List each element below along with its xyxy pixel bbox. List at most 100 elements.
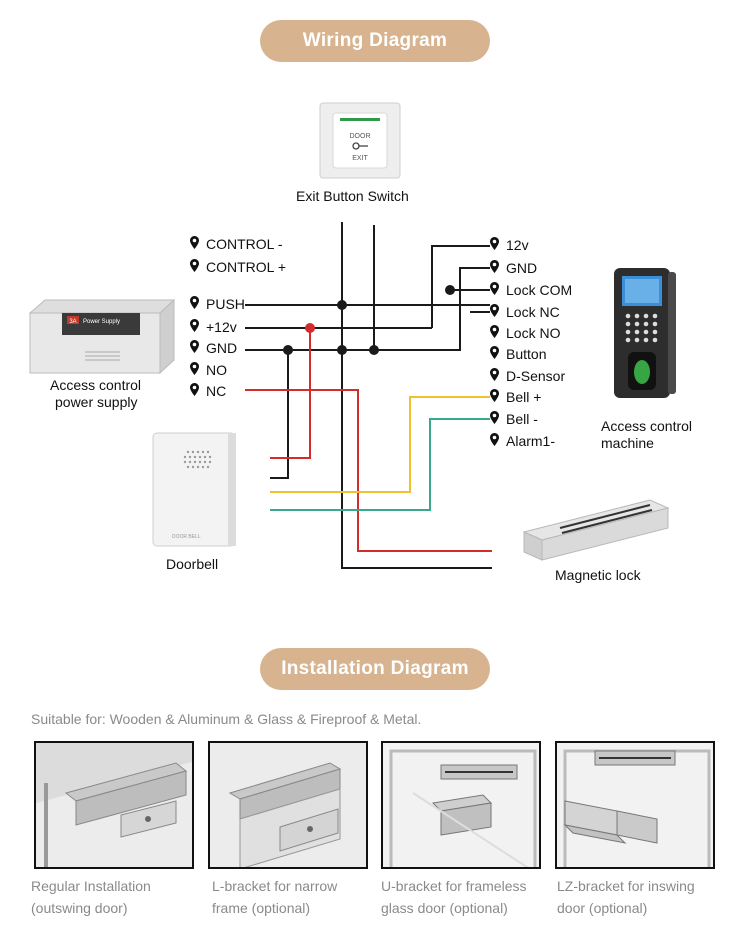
- power-supply-terminal: +12v: [190, 319, 237, 335]
- location-pin-icon: [190, 296, 206, 312]
- wire: [341, 222, 492, 569]
- power-supply-terminal-label: GND: [206, 340, 238, 356]
- power-supply-badge: 3A: [69, 319, 76, 325]
- power-supply-terminal-label: PUSH: [206, 296, 245, 312]
- exit-button-caption: Exit Button Switch: [296, 188, 409, 204]
- wire: [270, 328, 311, 459]
- install-panel-regular: [34, 741, 194, 869]
- wiring-diagram: DOOR EXIT 3A Power Supply DOOR BELL: [28, 102, 676, 569]
- u-bracket-illustration: [383, 743, 539, 867]
- caption-u-bracket-line1: U-bracket for frameless: [381, 878, 527, 894]
- caption-u-bracket-line2: glass door (optional): [381, 900, 508, 916]
- location-pin-icon: [190, 383, 206, 399]
- wire: [245, 267, 490, 351]
- access-machine-terminal-label: Lock NC: [506, 304, 560, 320]
- power-supply-terminal: CONTROL +: [190, 259, 286, 275]
- caption-l-bracket-line2: frame (optional): [212, 900, 311, 916]
- access-machine-terminal-label: Bell -: [506, 411, 538, 427]
- l-bracket-illustration: [210, 743, 366, 867]
- power-supply-terminal-label: NO: [206, 362, 227, 378]
- install-panel-lz-bracket: [555, 741, 715, 869]
- power-supply-terminal: GND: [190, 340, 237, 356]
- doorbell-face-text: DOOR BELL: [172, 534, 201, 540]
- access-machine-terminal-label: 12v: [506, 237, 529, 253]
- regular-installation-illustration: [36, 743, 192, 867]
- caption-lz-bracket: LZ-bracket for inswing door (optional): [557, 875, 695, 919]
- access-machine-terminal: Bell -: [490, 411, 538, 427]
- caption-regular-line2: (outswing door): [31, 900, 128, 916]
- access-machine-terminal-label: GND: [506, 260, 538, 276]
- exit-button-face-bottom: EXIT: [352, 155, 368, 162]
- access-machine-terminal: 12v: [490, 237, 529, 253]
- access-machine-terminal: Button: [490, 346, 546, 362]
- caption-regular-line1: Regular Installation: [31, 878, 151, 894]
- junctions: [283, 285, 455, 355]
- power-supply-caption-line2: power supply: [55, 394, 138, 410]
- installation-title-text: Installation Diagram: [281, 658, 469, 679]
- location-pin-icon: [490, 389, 506, 405]
- access-machine-terminal: D-Sensor: [490, 368, 565, 384]
- caption-l-bracket-line1: L-bracket for narrow: [212, 878, 338, 894]
- installation-diagram-title: Installation Diagram: [260, 648, 490, 690]
- power-supply-terminal: PUSH: [190, 296, 245, 312]
- access-machine-terminal-label: D-Sensor: [506, 368, 566, 384]
- location-pin-icon: [490, 368, 506, 384]
- location-pin-icon: [490, 282, 506, 298]
- caption-lz-bracket-line1: LZ-bracket for inswing: [557, 878, 695, 894]
- caption-regular: Regular Installation (outswing door): [31, 875, 151, 919]
- magnetic-lock-icon: [522, 499, 670, 561]
- caption-u-bracket: U-bracket for frameless glass door (optio…: [381, 875, 526, 919]
- wire-junction: [305, 323, 315, 333]
- access-machine-terminal-label: Lock COM: [506, 282, 573, 298]
- access-machine-caption-line1: Access control: [601, 418, 693, 434]
- suitable-for-text: Suitable for: Wooden & Aluminum & Glass …: [31, 711, 422, 727]
- wire-junction: [337, 300, 347, 310]
- location-pin-icon: [490, 433, 506, 449]
- wire-junction: [369, 345, 379, 355]
- wire: [270, 396, 490, 493]
- access-machine-terminal-label: Bell +: [506, 389, 542, 405]
- location-pin-icon: [190, 340, 206, 356]
- exit-button-switch-icon: DOOR EXIT: [319, 102, 401, 179]
- wire-junction: [337, 345, 347, 355]
- power-supply-terminal: CONTROL -: [190, 236, 282, 252]
- install-panel-l-bracket: [208, 741, 368, 869]
- power-supply-caption-line1: Access control: [50, 377, 142, 393]
- location-pin-icon: [190, 362, 206, 378]
- wire: [431, 245, 490, 328]
- power-supply-terminal-label: CONTROL -: [206, 236, 283, 252]
- location-pin-icon: [190, 259, 206, 275]
- caption-l-bracket: L-bracket for narrow frame (optional): [212, 875, 337, 919]
- location-pin-icon: [490, 411, 506, 427]
- access-machine-caption-line2: machine: [601, 435, 654, 451]
- access-machine-terminal: Lock NO: [490, 325, 560, 341]
- access-machine-terminal: GND: [490, 260, 537, 276]
- lz-bracket-illustration: [557, 743, 713, 867]
- power-supply-label: Power Supply: [83, 319, 120, 325]
- access-control-machine-icon: [614, 268, 676, 398]
- power-supply-terminal-label: NC: [206, 383, 227, 399]
- install-panel-u-bracket: [381, 741, 541, 869]
- access-machine-terminal: Alarm1-: [490, 433, 555, 449]
- magnetic-lock-caption: Magnetic lock: [555, 567, 641, 583]
- access-machine-terminal: Lock NC: [490, 304, 560, 320]
- location-pin-icon: [490, 325, 506, 341]
- access-machine-terminal-label: Button: [506, 346, 547, 362]
- location-pin-icon: [490, 260, 506, 276]
- access-machine-terminal-label: Alarm1-: [506, 433, 556, 449]
- wire: [245, 389, 492, 552]
- wiring-title-text: Wiring Diagram: [302, 30, 448, 51]
- location-pin-icon: [490, 237, 506, 253]
- wire: [270, 418, 490, 511]
- location-pin-icon: [190, 319, 206, 335]
- wiring-diagram-title: Wiring Diagram: [260, 20, 490, 62]
- wire-junction: [445, 285, 455, 295]
- power-supply-terminal: NO: [190, 362, 227, 378]
- doorbell-caption: Doorbell: [166, 556, 219, 572]
- access-machine-terminal: Bell +: [490, 389, 541, 405]
- location-pin-icon: [490, 304, 506, 320]
- location-pin-icon: [490, 346, 506, 362]
- power-supply-terminal: NC: [190, 383, 226, 399]
- access-machine-terminal-label: Lock NO: [506, 325, 561, 341]
- caption-lz-bracket-line2: door (optional): [557, 900, 648, 916]
